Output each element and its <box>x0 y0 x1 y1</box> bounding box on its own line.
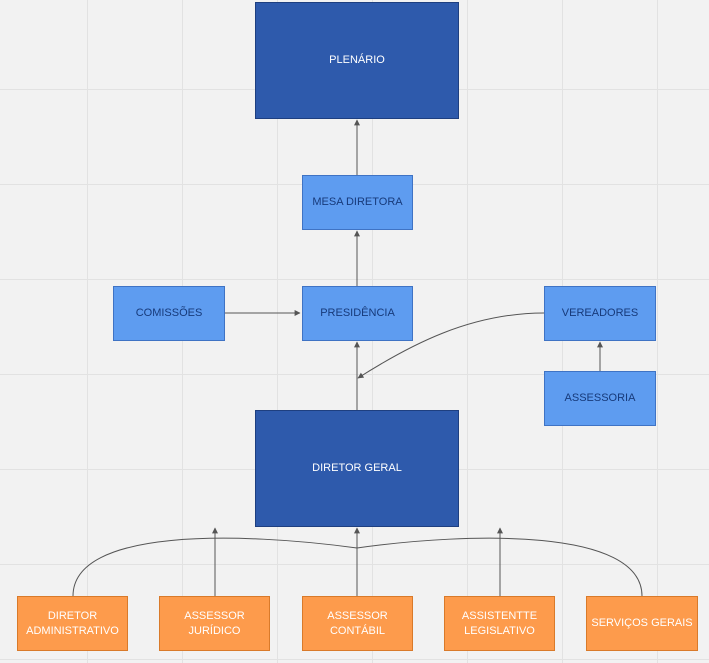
diretor-administrativo-node[interactable]: DIRETOR ADMINISTRATIVO <box>17 596 128 651</box>
plenario-node[interactable]: PLENÁRIO <box>255 2 459 119</box>
mesa-diretora-node[interactable]: MESA DIRETORA <box>302 175 413 230</box>
assessor-contabil-node[interactable]: ASSESSOR CONTÁBIL <box>302 596 413 651</box>
vereadores-node[interactable]: VEREADORES <box>544 286 656 341</box>
presidencia-node[interactable]: PRESIDÊNCIA <box>302 286 413 341</box>
servicos-gerais-node[interactable]: SERVIÇOS GERAIS <box>586 596 698 651</box>
edge-vereadores-to-presidencia-line <box>357 312 545 379</box>
comissoes-node[interactable]: COMISSÕES <box>113 286 225 341</box>
assistente-legislativo-node[interactable]: ASSISTENTTE LEGISLATIVO <box>444 596 555 651</box>
diretor-geral-node[interactable]: DIRETOR GERAL <box>255 410 459 527</box>
assessor-juridico-node[interactable]: ASSESSOR JURÍDICO <box>159 596 270 651</box>
edge-servicos-to-hub <box>356 537 643 597</box>
assessoria-node[interactable]: ASSESSORIA <box>544 371 656 426</box>
edge-diretor-adm-to-hub <box>72 537 358 597</box>
